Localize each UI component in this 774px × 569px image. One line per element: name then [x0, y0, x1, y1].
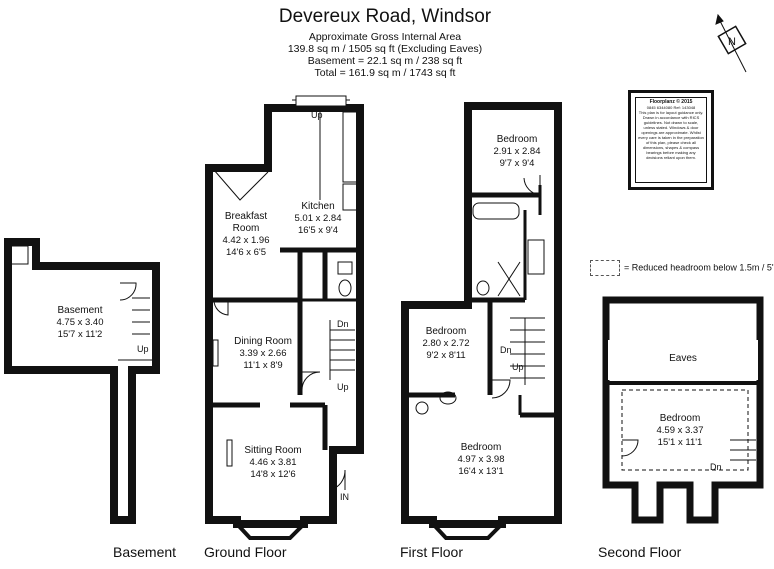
- legend: = Reduced headroom below 1.5m / 5': [590, 260, 774, 276]
- kitchen-name: Kitchen: [301, 201, 334, 212]
- legend-text: = Reduced headroom below 1.5m / 5': [624, 262, 774, 273]
- breakfast-room-label: Breakfast Room 4.42 x 1.96 14'6 x 6'5: [222, 211, 269, 258]
- dining-room-imperial: 11'1 x 8'9: [243, 360, 282, 371]
- second-bedroom-metric: 4.59 x 3.37: [656, 425, 703, 436]
- first-stair-dn: Dn: [500, 345, 512, 355]
- kitchen-stair-up: Up: [311, 110, 323, 120]
- dining-room-name: Dining Room: [234, 336, 292, 347]
- disclaimer-box: Floorplanz © 2015 0845 6344080 Ref: 1430…: [628, 90, 714, 190]
- first-rear-bedroom-imperial: 9'7 x 9'4: [500, 158, 535, 169]
- disclaimer-body: This plan is for layout guidance only. D…: [638, 110, 704, 160]
- area-basement: Basement = 22.1 sq m / 238 sq ft: [307, 55, 463, 67]
- basement-room-metric: 4.75 x 3.40: [56, 317, 103, 328]
- kitchen-label: Kitchen 5.01 x 2.84 16'5 x 9'4: [294, 201, 341, 236]
- ground-stair-dn: Dn: [337, 319, 349, 329]
- kitchen-metric: 5.01 x 2.84: [294, 213, 341, 224]
- first-stair-up: Up: [512, 362, 524, 372]
- first-mid-bedroom-metric: 2.80 x 2.72: [422, 338, 469, 349]
- floor-label-second: Second Floor: [598, 544, 682, 560]
- sitting-room-metric: 4.46 x 3.81: [249, 457, 296, 468]
- disclaimer-heading: Floorplanz © 2015: [649, 99, 693, 105]
- first-rear-bedroom-metric: 2.91 x 2.84: [493, 146, 540, 157]
- basement-stair-up: Up: [137, 344, 149, 354]
- area-caption: Approximate Gross Internal Area: [308, 31, 462, 43]
- second-floor-walls: [602, 296, 764, 524]
- ground-stair-up: Up: [337, 382, 349, 392]
- breakfast-room-imperial: 14'6 x 6'5: [226, 247, 266, 258]
- ground-floor-walls: [205, 95, 364, 540]
- first-rear-bedroom-label: Bedroom 2.91 x 2.84 9'7 x 9'4: [493, 134, 540, 169]
- basement-room-label: Basement 4.75 x 3.40 15'7 x 11'2 Up: [56, 305, 148, 354]
- breakfast-room-metric: 4.42 x 1.96: [222, 235, 269, 246]
- second-bedroom-imperial: 15'1 x 11'1: [658, 437, 703, 448]
- first-front-bedroom-imperial: 16'4 x 13'1: [458, 466, 503, 477]
- sitting-room-imperial: 14'8 x 12'6: [250, 469, 295, 480]
- compass-icon: [715, 13, 747, 73]
- disclaimer-ref: 0845 6344080 Ref: 143048: [646, 105, 696, 110]
- first-rear-bedroom-name: Bedroom: [497, 134, 538, 145]
- kitchen-imperial: 16'5 x 9'4: [298, 225, 338, 236]
- first-front-bedroom-metric: 4.97 x 3.98: [457, 454, 504, 465]
- first-front-bedroom-label: Bedroom 4.97 x 3.98 16'4 x 13'1: [457, 442, 504, 477]
- first-mid-bedroom-label: Bedroom 2.80 x 2.72 9'2 x 8'11: [422, 326, 469, 361]
- second-bedroom-name: Bedroom: [660, 413, 701, 424]
- basement-room-name: Basement: [57, 305, 102, 316]
- compass-letter: N: [728, 36, 736, 48]
- floor-label-basement: Basement: [113, 544, 176, 560]
- first-front-bedroom-name: Bedroom: [461, 442, 502, 453]
- first-mid-bedroom-name: Bedroom: [426, 326, 467, 337]
- breakfast-room-name-1: Breakfast: [225, 211, 267, 222]
- eaves-label: Eaves: [669, 353, 697, 364]
- first-mid-bedroom-imperial: 9'2 x 8'11: [426, 350, 465, 361]
- reduced-headroom-swatch: [590, 260, 620, 276]
- dining-room-metric: 3.39 x 2.66: [239, 348, 286, 359]
- area-total-excl-eaves: 139.8 sq m / 1505 sq ft (Excluding Eaves…: [287, 43, 483, 55]
- dining-room-label: Dining Room 3.39 x 2.66 11'1 x 8'9: [234, 336, 292, 371]
- sitting-room-label: Sitting Room 4.46 x 3.81 14'8 x 12'6: [244, 445, 301, 480]
- floor-label-ground: Ground Floor: [204, 544, 287, 560]
- basement-room-imperial: 15'7 x 11'2: [58, 329, 103, 340]
- second-bedroom-label: Bedroom 4.59 x 3.37 15'1 x 11'1: [656, 413, 703, 448]
- second-stair-dn: Dn: [710, 462, 722, 472]
- entrance-in: IN: [340, 492, 349, 502]
- first-floor-walls: [401, 102, 562, 540]
- sitting-room-name: Sitting Room: [244, 445, 301, 456]
- area-total: Total = 161.9 sq m / 1743 sq ft: [314, 67, 456, 79]
- floor-label-first: First Floor: [400, 544, 463, 560]
- breakfast-room-name-2: Room: [233, 223, 260, 234]
- basement-walls: [4, 238, 160, 524]
- page-title: Devereux Road, Windsor: [278, 6, 492, 27]
